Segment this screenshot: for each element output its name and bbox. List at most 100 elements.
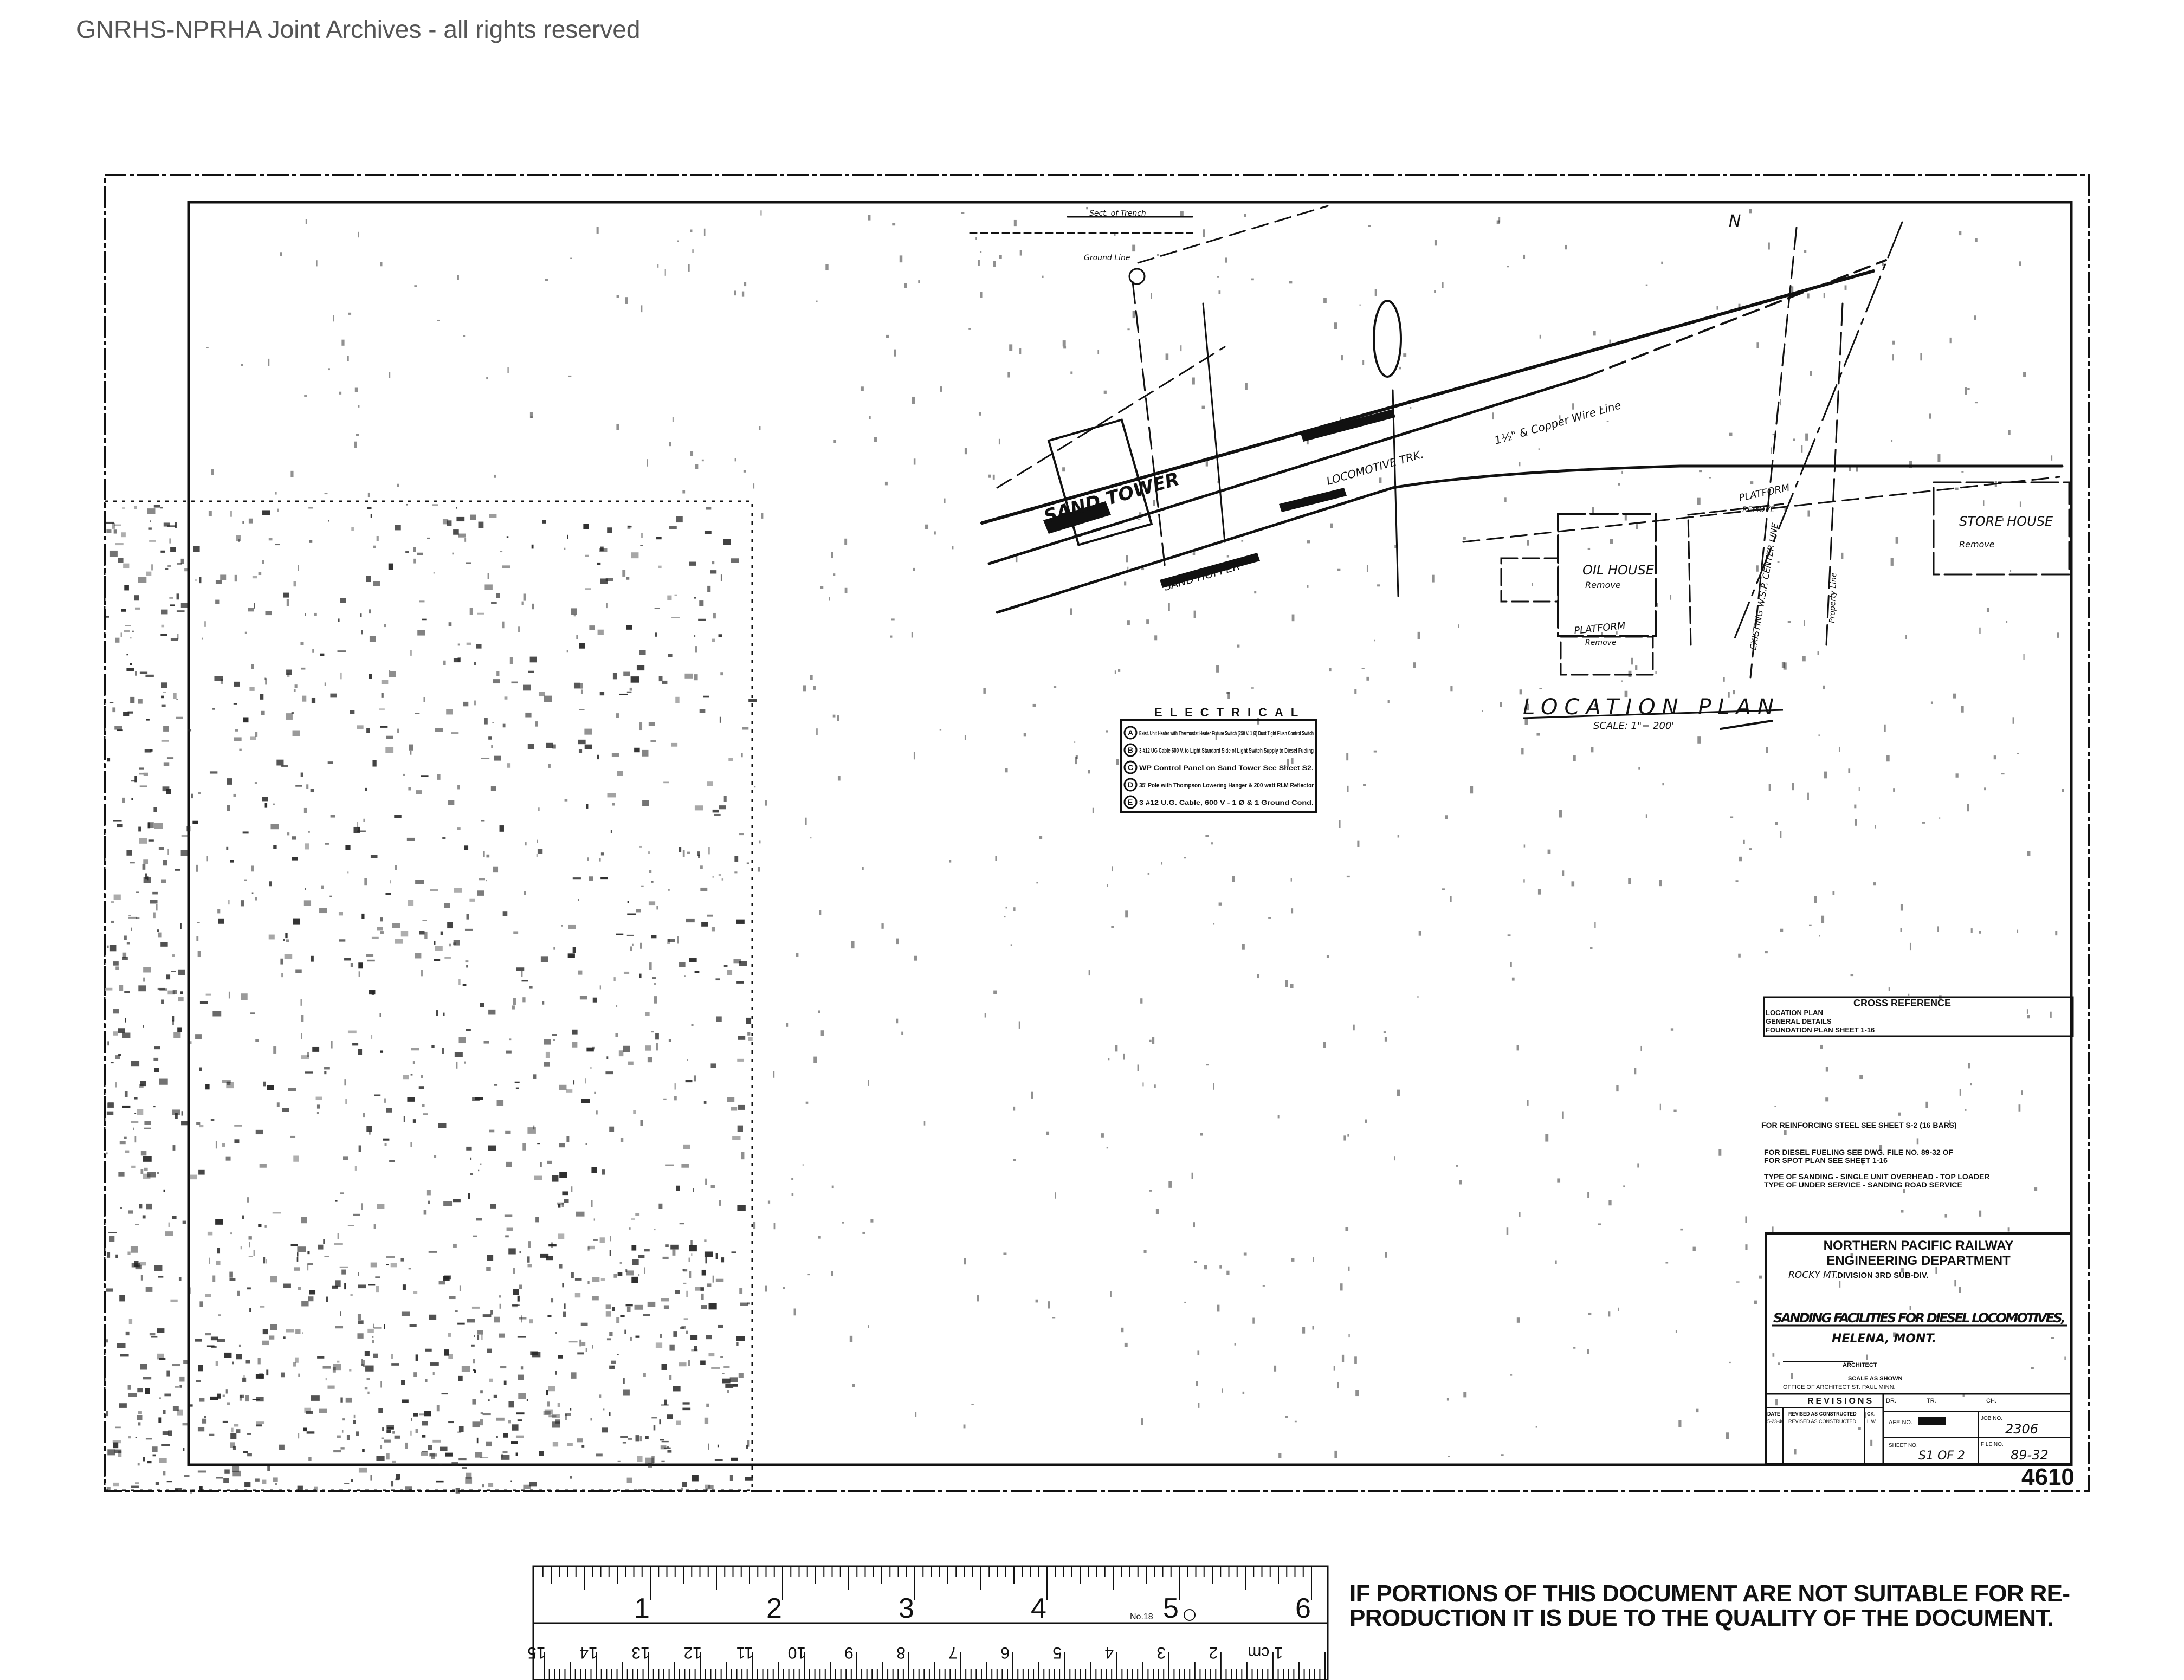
legend-key-marker [1123, 726, 1138, 740]
platform-bottom-note: Remove [1585, 638, 1616, 647]
ruler-maker-label: No.18 [1130, 1612, 1153, 1621]
ruler-inch-label: 2 [766, 1593, 782, 1624]
ground-line-label: Ground Line [1084, 254, 1130, 262]
legend-key: D [1128, 780, 1133, 789]
cross-reference-item: LOCATION PLAN [1766, 1009, 1823, 1017]
traced-by-label: TR. [1927, 1398, 1936, 1404]
store-house-label: STORE HOUSE [1959, 514, 2053, 529]
drawing-number: 4610 [2021, 1464, 2075, 1490]
legend-key: E [1128, 798, 1133, 806]
legend-item-text: WP Control Panel on Sand Tower See Sheet… [1139, 764, 1314, 772]
electrical-legend-title: ELECTRICAL [1154, 706, 1306, 719]
ruler-cm-label: 13 [631, 1644, 649, 1662]
existing-line-label: EXISTING W.S.P. CENTER LINE [1748, 522, 1780, 651]
degraded-scan-region [104, 206, 2066, 1494]
drawing-border [104, 174, 2090, 1492]
company-name: NORTHERN PACIFIC RAILWAY [1824, 1238, 2014, 1253]
ruler-inch-label: 5 [1163, 1593, 1179, 1624]
legend-key-marker [1123, 743, 1138, 757]
ruler-cm-label: 8 [896, 1644, 906, 1662]
ruler-cm-label: 10 [788, 1644, 806, 1662]
quality-disclaimer: IF PORTIONS OF THIS DOCUMENT ARE NOT SUI… [1349, 1580, 2070, 1631]
disclaimer-line-1: IF PORTIONS OF THIS DOCUMENT ARE NOT SUI… [1349, 1580, 2070, 1607]
ruler-cm-label: 9 [844, 1644, 854, 1662]
division-label: DIVISION [1837, 1271, 1873, 1280]
archive-watermark: GNRHS-NPRHA Joint Archives - all rights … [76, 15, 640, 43]
cross-reference-header: CROSS REFERENCE [1853, 998, 1951, 1009]
revision-header-ck: CK. [1867, 1411, 1876, 1417]
title-block: NORTHERN PACIFIC RAILWAY ENGINEERING DEP… [1765, 1232, 2072, 1465]
legend-item-text: 35' Pole with Thompson Lowering Hanger &… [1139, 781, 1314, 789]
scale-label: SCALE AS SHOWN [1848, 1375, 1902, 1382]
ruler-inch-label: 3 [899, 1593, 914, 1624]
afe-label: AFE NO. [1889, 1419, 1912, 1426]
legend-key-marker [1123, 778, 1138, 792]
project-location: HELENA, MONT. [1832, 1332, 1936, 1346]
location-plan-labels: SAND TOWER SAND HOPPER LOCOMOTIVE TRK. 1… [1041, 209, 2053, 732]
ruler-cm-label: 7 [948, 1644, 958, 1662]
note-line: FOR SPOT PLAN SEE SHEET 1-16 [1764, 1156, 1888, 1165]
subdivision: 3RD SUB-DIV. [1875, 1271, 1929, 1280]
sand-tower-label: SAND TOWER [1041, 468, 1181, 528]
sheet-label: SHEET NO. [1889, 1443, 1918, 1449]
revision-checker: L.W. [1867, 1419, 1877, 1424]
ruler-cm-label: 6 [1000, 1644, 1010, 1662]
revision-description: REVISED AS CONSTRUCTED [1788, 1419, 1857, 1424]
ruler-inch-label: 6 [1295, 1593, 1311, 1624]
architect-label: ARCHITECT [1843, 1362, 1877, 1368]
job-label: JOB NO. [1981, 1416, 2002, 1421]
note-line: FOR REINFORCING STEEL SEE SHEET S-2 (16 … [1761, 1121, 1957, 1129]
store-house-note: Remove [1959, 539, 1995, 550]
division-name: ROCKY MT. [1788, 1270, 1838, 1281]
location-plan-title: LOCATION PLAN [1523, 695, 1780, 720]
legend-item-text: 3 #12 UG Cable 600 V. to Light Standard … [1139, 747, 1314, 754]
ruler-cm-label: 14 [579, 1644, 597, 1662]
note-line: TYPE OF SANDING - SINGLE UNIT OVERHEAD -… [1764, 1172, 1989, 1181]
legend-key-marker [1123, 795, 1138, 809]
ruler-cm-label: 1 cm [1248, 1644, 1283, 1662]
location-plan-drawing [969, 205, 2070, 730]
legend-key: B [1128, 746, 1133, 754]
job-number: 2306 [2005, 1421, 2038, 1437]
note-line: TYPE OF UNDER SERVICE - SANDING ROAD SER… [1764, 1180, 1962, 1189]
platform-bottom-label: PLATFORM [1573, 620, 1626, 637]
ruler-cm-label: 15 [527, 1644, 545, 1662]
office-label: OFFICE OF ARCHITECT ST. PAUL MINN. [1783, 1384, 1896, 1391]
ruler-inch-label: 4 [1031, 1593, 1046, 1624]
ruler-cm-label: 12 [684, 1644, 702, 1662]
legend-key: C [1128, 763, 1133, 772]
drawn-by-label: DR. [1886, 1398, 1896, 1404]
location-plan-scale: SCALE: 1"= 200' [1593, 720, 1674, 732]
revision-header-desc: REVISED AS CONSTRUCTED [1788, 1411, 1857, 1417]
checked-by-label: CH. [1986, 1398, 1996, 1404]
note-line: FOR DIESEL FUELING SEE DWG. FILE NO. 89-… [1764, 1148, 1953, 1156]
ruler-cm-label: 3 [1156, 1644, 1166, 1662]
department-name: ENGINEERING DEPARTMENT [1826, 1253, 2011, 1268]
revisions-label: REVISIONS [1807, 1397, 1874, 1406]
ruler-maker-logo-icon [1184, 1609, 1196, 1621]
oil-house-label: OIL HOUSE [1582, 563, 1655, 578]
ruler-cm-label: 4 [1104, 1644, 1114, 1662]
cross-reference-item: FOUNDATION PLAN SHEET 1-16 [1766, 1026, 1875, 1034]
disclaimer-line-2: PRODUCTION IT IS DUE TO THE QUALITY OF T… [1349, 1605, 2054, 1631]
file-number: 89-32 [2011, 1448, 2049, 1463]
north-arrow-label: N [1729, 212, 1741, 231]
legend-key: A [1128, 728, 1133, 737]
revision-header-date: DATE [1767, 1411, 1780, 1417]
legend-item-text: 3 #12 U.G. Cable, 600 V - 1 Ø & 1 Ground… [1139, 799, 1314, 806]
section-detail-label: Sect. of Trench [1089, 209, 1146, 218]
platform-top-label: PLATFORM [1738, 482, 1791, 503]
ruler-cm-label: 5 [1052, 1644, 1062, 1662]
legend-item-text: Exist. Unit Heater with Thermostat Heate… [1139, 729, 1314, 737]
sheet-value: S1 OF 2 [1918, 1449, 1965, 1463]
ruler-cm-label: 2 [1209, 1644, 1218, 1662]
ruler-inch-label: 1 [634, 1593, 650, 1624]
pipe-line-label: 1½" & Copper Wire Line [1493, 398, 1623, 447]
drawing-notes: CROSS REFERENCE LOCATION PLAN GENERAL DE… [1761, 996, 2074, 1189]
project-title: SANDING FACILITIES FOR DIESEL LOCOMOTIVE… [1773, 1310, 2066, 1326]
file-label: FILE NO. [1981, 1442, 2004, 1448]
legend-key-marker [1123, 760, 1138, 774]
ruler-cm-label: 11 [736, 1644, 753, 1662]
